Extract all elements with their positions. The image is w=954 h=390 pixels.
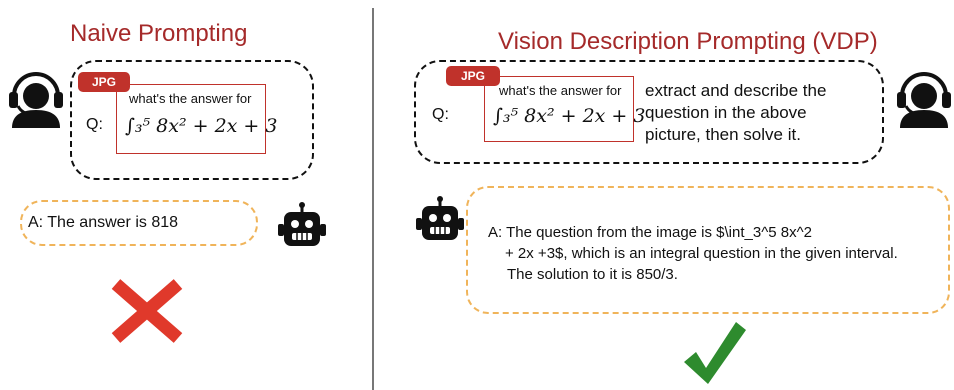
vdp-jpg-badge: JPG [446, 66, 500, 86]
answer-line: + 2x +3$, which is an integral question … [505, 245, 898, 262]
question-math: ∫₃⁵ 8x² + 2x + 3 [125, 115, 278, 137]
panel-divider [372, 8, 374, 390]
check-icon [684, 322, 746, 384]
answer-line: A: The question from the image is $\int_… [488, 224, 812, 241]
vdp-answer-box [466, 186, 950, 314]
vdp-answer-text: A: The question from the image is $\int_… [488, 222, 898, 285]
instruction-line: question in the above [645, 103, 807, 122]
naive-prompting-title: Naive Prompting [70, 20, 248, 47]
instruction-line: picture, then solve it. [645, 125, 801, 144]
robot-icon [416, 196, 464, 240]
vdp-question-math: ∫₃⁵ 8x² + 2x + 3 [493, 105, 646, 127]
vdp-question-image-box: what's the answer for ∫₃⁵ 8x² + 2x + 3 [484, 76, 645, 142]
cross-icon [111, 279, 183, 343]
jpg-badge: JPG [78, 72, 130, 92]
user-headset-icon [9, 72, 63, 128]
instruction-line: extract and describe the [645, 81, 827, 100]
question-frame [70, 60, 314, 180]
q-label: Q: [86, 116, 103, 133]
question-text: what's the answer for [129, 91, 252, 106]
answer-box [20, 200, 258, 246]
vdp-instruction: extract and describe the question in the… [645, 80, 826, 146]
vdp-title: Vision Description Prompting (VDP) [498, 28, 878, 55]
answer-line: The solution to it is 850/3. [507, 266, 678, 283]
vdp-question-frame [414, 60, 884, 164]
vdp-q-label: Q: [432, 106, 449, 123]
user-headset-icon [897, 72, 951, 128]
vdp-question-text: what's the answer for [499, 83, 622, 98]
robot-icon [278, 202, 326, 246]
question-image-box: what's the answer for ∫₃⁵ 8x² + 2x + 3 [116, 84, 277, 154]
answer-text: A: The answer is 818 [28, 214, 179, 231]
